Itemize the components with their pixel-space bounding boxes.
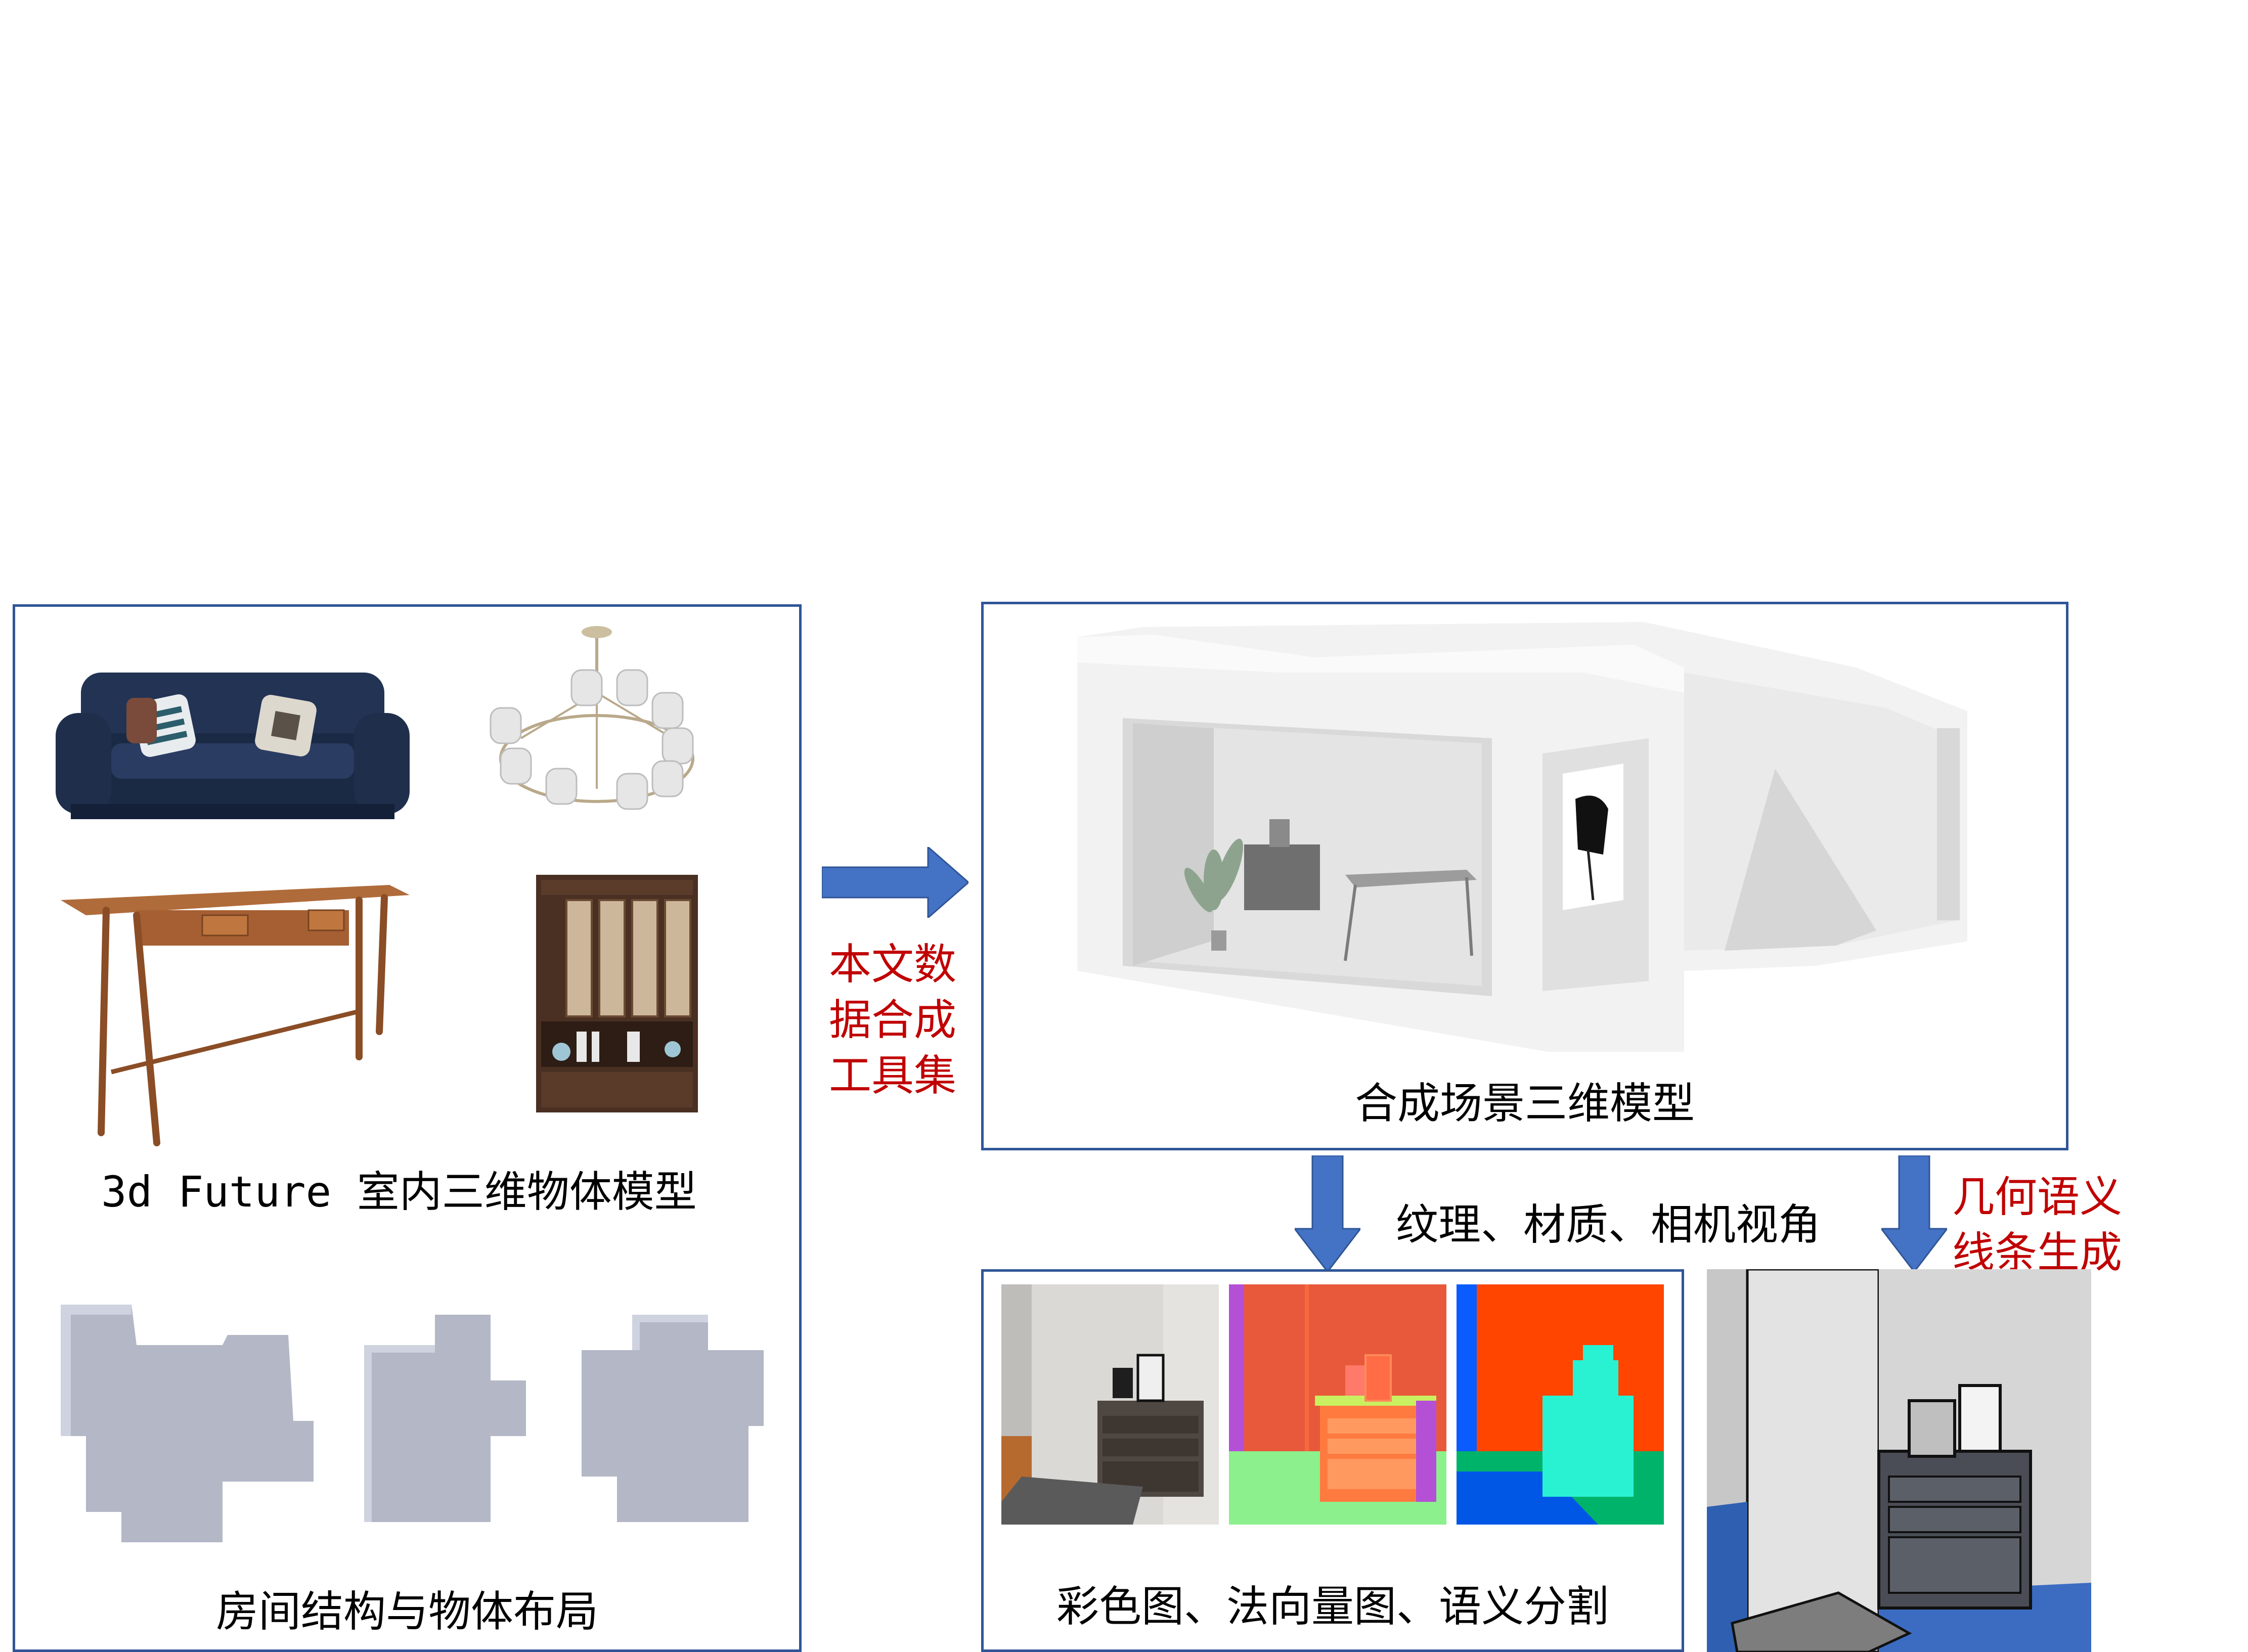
room-layout-3 [577, 1294, 779, 1547]
room-layout-1 [56, 1294, 319, 1547]
desk-image [56, 880, 420, 1153]
render-arrow-label: 纹理、材质、相机视角 [1396, 1200, 1821, 1249]
semantic-segmentation-image [1457, 1284, 1674, 1525]
layout-caption: 房间结构与物体布局 [215, 1587, 598, 1636]
scene-caption: 合成场景三维模型 [1354, 1079, 1695, 1128]
render-caption: 彩色图、法向量图、语义分割 [1056, 1582, 1609, 1631]
cabinet-image [526, 870, 708, 1123]
tool-label-line-1: 本文数 [828, 940, 956, 989]
scene-3d-model [1077, 617, 1967, 1062]
furniture-caption: 3d Future 室内三维物体模型 [101, 1167, 697, 1217]
right-arrow [822, 847, 968, 918]
down-arrow-lines [1881, 1155, 1947, 1272]
line-label-line-2: 线条生成 [1952, 1228, 2123, 1277]
down-arrow-render [1295, 1155, 1360, 1272]
color-render-image [1001, 1284, 1219, 1525]
normal-map-image [1229, 1284, 1446, 1525]
line-label-line-1: 几何语义 [1952, 1172, 2123, 1222]
room-layout-2 [359, 1294, 541, 1537]
chandelier-image [480, 622, 713, 834]
tool-label-line-3: 工具集 [828, 1051, 956, 1100]
sofa-image [56, 657, 410, 834]
geometric-line-render-image [1707, 1269, 2091, 1652]
tool-label-line-2: 据合成 [828, 995, 956, 1045]
